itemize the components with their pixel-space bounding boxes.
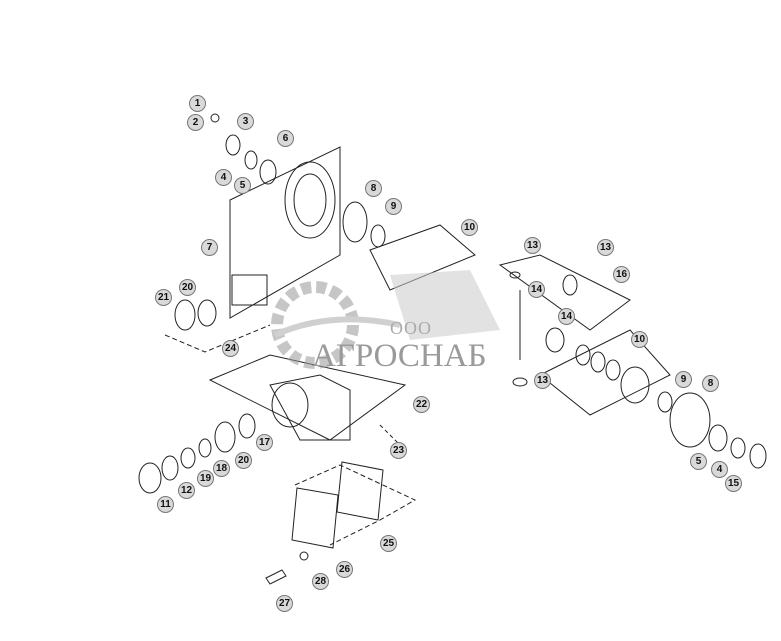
part-housing xyxy=(269,374,351,441)
callout[interactable]: 13 xyxy=(597,239,614,256)
callout[interactable]: 13 xyxy=(534,372,551,389)
part-bearing-8 xyxy=(342,201,368,243)
callout[interactable]: 10 xyxy=(461,219,478,236)
group-outline-diff-right xyxy=(539,329,671,416)
callout[interactable]: 25 xyxy=(380,535,397,552)
watermark-logo xyxy=(270,250,510,380)
gear-logo-icon xyxy=(271,270,500,369)
group-outline-pinion xyxy=(229,146,341,319)
callout[interactable]: 19 xyxy=(197,470,214,487)
callout[interactable]: 12 xyxy=(178,482,195,499)
callout[interactable]: 5 xyxy=(234,177,251,194)
callout[interactable]: 1 xyxy=(189,95,206,112)
part-diff-gear xyxy=(620,366,650,404)
leader-dashes-bolt xyxy=(379,424,401,446)
part-shim-9b xyxy=(657,391,673,413)
part-diff-case xyxy=(669,392,711,448)
callout[interactable]: 15 xyxy=(725,475,742,492)
callout[interactable]: 27 xyxy=(276,595,293,612)
callout[interactable]: 7 xyxy=(201,239,218,256)
callout[interactable]: 24 xyxy=(222,340,239,357)
callout[interactable]: 4 xyxy=(215,169,232,186)
callout[interactable]: 18 xyxy=(213,460,230,477)
part-bolt-27 xyxy=(265,569,287,585)
part-washer xyxy=(244,150,258,170)
callout[interactable]: 10 xyxy=(631,331,648,348)
leader-dashes-left xyxy=(164,324,271,353)
callout[interactable]: 20 xyxy=(235,452,252,469)
leader-dashes-cover xyxy=(294,464,417,546)
watermark-prefix: ООО xyxy=(390,318,432,338)
group-outline-diff-pinions xyxy=(498,254,631,331)
callout[interactable]: 20 xyxy=(179,279,196,296)
group-outline-housing xyxy=(208,354,407,441)
part-cover-26 xyxy=(291,487,339,549)
callout[interactable]: 13 xyxy=(524,237,541,254)
callout[interactable]: 9 xyxy=(675,371,692,388)
part-ring-21 xyxy=(174,299,196,331)
part-gear-13c xyxy=(512,377,528,387)
callout[interactable]: 21 xyxy=(155,289,172,306)
callout[interactable]: 8 xyxy=(365,180,382,197)
callout[interactable]: 16 xyxy=(613,266,630,283)
part-nut xyxy=(225,134,241,156)
part-shaft xyxy=(231,274,268,306)
part-nut-11 xyxy=(138,462,162,494)
part-bevel-pinion xyxy=(284,161,336,239)
callout[interactable]: 11 xyxy=(157,496,174,513)
callout[interactable]: 8 xyxy=(702,375,719,392)
callout[interactable]: 17 xyxy=(256,434,273,451)
part-bearing xyxy=(259,159,277,185)
harvester-icon xyxy=(390,270,500,340)
part-gear-14 xyxy=(545,327,565,353)
part-gasket-25 xyxy=(336,461,384,521)
callout[interactable]: 14 xyxy=(558,308,575,325)
callout[interactable]: 22 xyxy=(413,396,430,413)
callout[interactable]: 26 xyxy=(336,561,353,578)
part-washer-28 xyxy=(299,551,309,561)
callout[interactable]: 14 xyxy=(528,281,545,298)
part-ring-15 xyxy=(749,443,767,469)
part-gear-13a xyxy=(509,271,521,279)
watermark-name: АГРОСНАБ xyxy=(312,338,487,374)
part-shim-9 xyxy=(370,224,386,248)
part-gear-13b xyxy=(562,274,578,296)
group-outline-ring xyxy=(369,224,476,291)
part-pin xyxy=(210,113,220,123)
callout[interactable]: 3 xyxy=(237,113,254,130)
callout[interactable]: 9 xyxy=(385,198,402,215)
part-bearing-20 xyxy=(197,299,217,327)
callout[interactable]: 2 xyxy=(187,114,204,131)
callout[interactable]: 28 xyxy=(312,573,329,590)
callout[interactable]: 6 xyxy=(277,130,294,147)
callout[interactable]: 4 xyxy=(711,461,728,478)
callout[interactable]: 23 xyxy=(390,442,407,459)
callout[interactable]: 5 xyxy=(690,453,707,470)
